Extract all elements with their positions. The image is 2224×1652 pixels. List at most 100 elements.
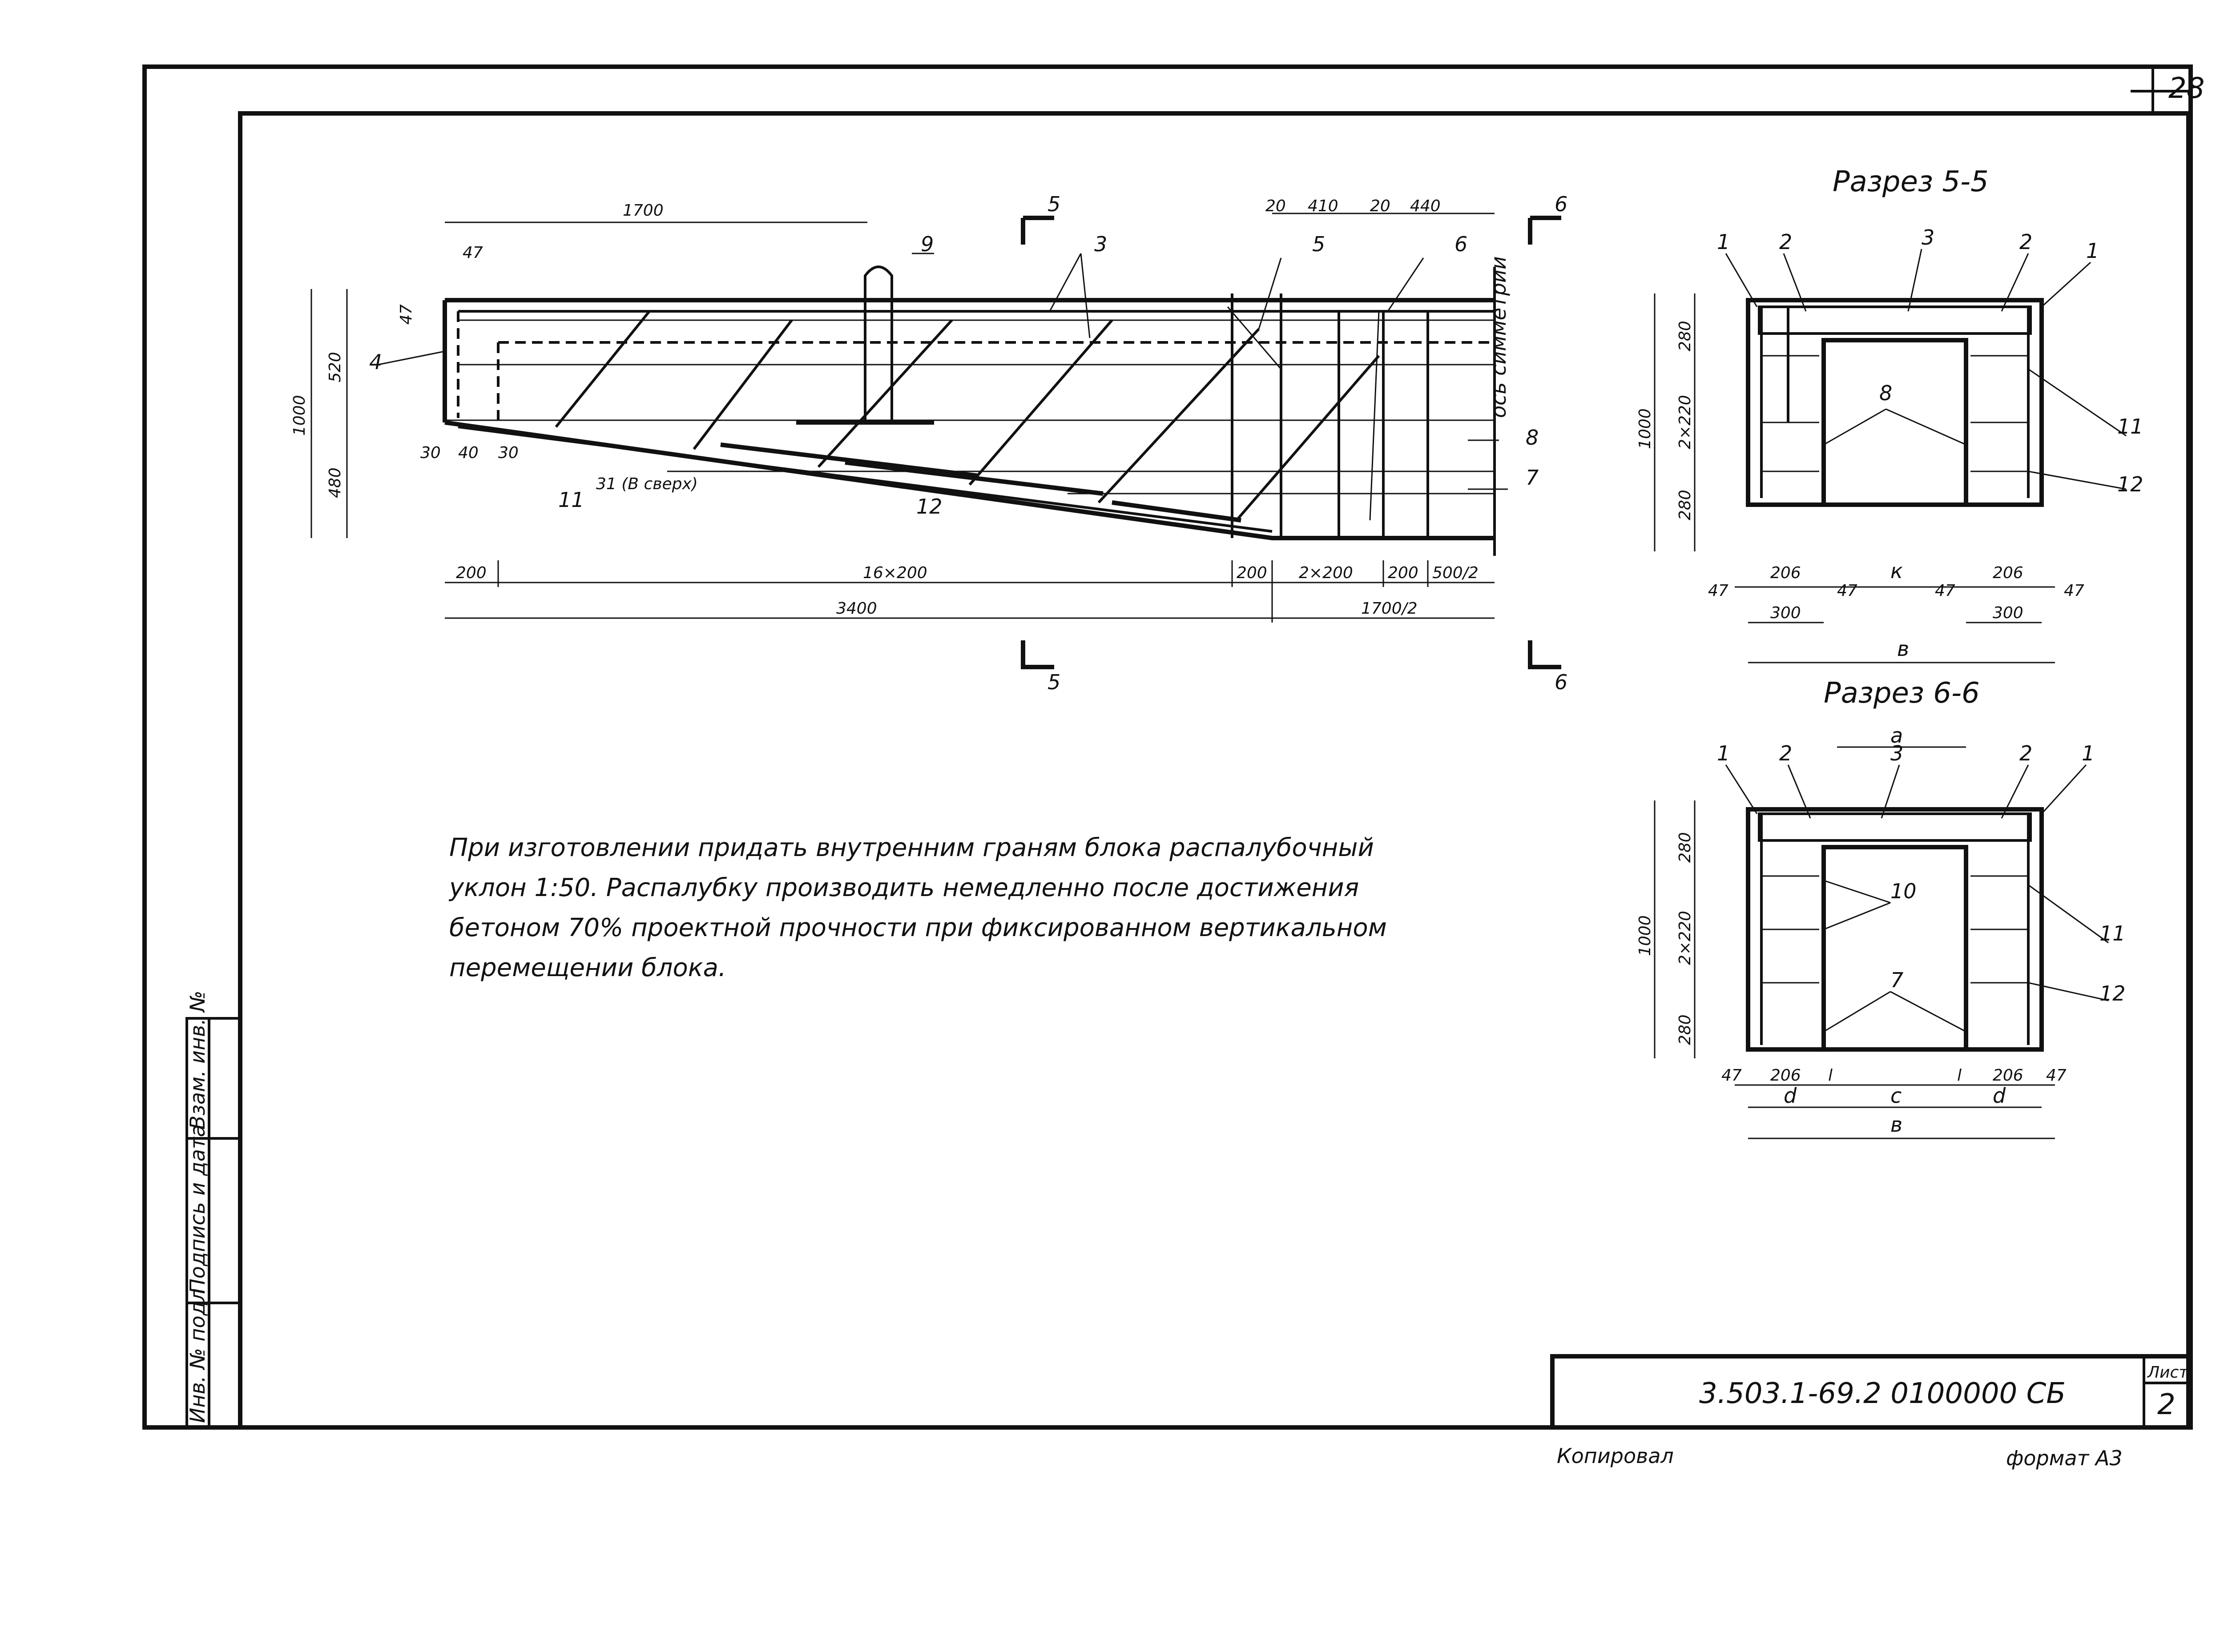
s66-dim-47a: 47 bbox=[1721, 1066, 1742, 1085]
s55-dim-2x220: 2×220 bbox=[1676, 395, 1694, 449]
dim-20b: 20 bbox=[1370, 197, 1390, 215]
sheet-label: Лист bbox=[2147, 1363, 2188, 1382]
dim-410: 410 bbox=[1308, 197, 1338, 215]
s66-dim-a: а bbox=[1890, 724, 1903, 748]
s55-dim-280b: 280 bbox=[1676, 490, 1694, 520]
sheet-frame bbox=[142, 64, 2193, 1430]
dim-1700: 1700 bbox=[623, 201, 664, 220]
stamp-replace-inv: Взам. инв. № bbox=[185, 991, 210, 1129]
s55-dim-47a: 47 bbox=[1708, 582, 1728, 600]
s55-dim-300a: 300 bbox=[1770, 604, 1801, 622]
s66-dim-1000: 1000 bbox=[1636, 915, 1654, 956]
s66-dim-l-a: l bbox=[1828, 1066, 1833, 1085]
s66-dim-d-b: d bbox=[1993, 1084, 2006, 1108]
section-mark-6-bottom: 6 bbox=[1555, 670, 1567, 694]
s55-dim-47d: 47 bbox=[2064, 582, 2084, 600]
dim-200c: 200 bbox=[1388, 564, 1418, 582]
section-6-6-title: Разрез 6-6 bbox=[1824, 677, 1980, 710]
callout-9: 9 bbox=[921, 232, 934, 256]
dim-3400: 3400 bbox=[836, 599, 877, 618]
dim-480: 480 bbox=[326, 467, 344, 498]
copied-by-label: Копировал bbox=[1557, 1444, 1674, 1468]
section-mark-5-bottom: 5 bbox=[1048, 670, 1060, 694]
callout-3-elev: 3 bbox=[1094, 232, 1107, 256]
callout-5-elev: 5 bbox=[1312, 232, 1325, 256]
s66-callout-3: 3 bbox=[1890, 741, 1903, 765]
s55-dim-k: к bbox=[1890, 559, 1903, 583]
s55-dim-300b: 300 bbox=[1993, 604, 2023, 622]
s55-dim-206b: 206 bbox=[1993, 564, 2023, 582]
dim-47-top: 47 bbox=[463, 244, 483, 262]
side-stamp bbox=[185, 1017, 242, 1429]
s66-callout-2a: 2 bbox=[1779, 741, 1792, 765]
s66-callout-1a: 1 bbox=[1717, 741, 1730, 765]
s55-callout-11: 11 bbox=[2117, 414, 2143, 438]
s55-dim-1000: 1000 bbox=[1636, 408, 1654, 449]
callout-31: 31 (В сверх) bbox=[596, 475, 698, 493]
s55-dim-47c: 47 bbox=[1935, 582, 1955, 600]
s55-callout-2b: 2 bbox=[2019, 230, 2032, 254]
s66-dim-l-b: l bbox=[1957, 1066, 1962, 1085]
s55-dim-v: в bbox=[1897, 637, 1909, 661]
dim-40: 40 bbox=[458, 444, 479, 462]
s66-dim-c: с bbox=[1890, 1084, 1902, 1108]
dim-440: 440 bbox=[1410, 197, 1441, 215]
s66-callout-12: 12 bbox=[2099, 981, 2126, 1005]
dim-1700-2: 1700/2 bbox=[1361, 599, 1418, 618]
s66-dim-47b: 47 bbox=[2046, 1066, 2067, 1085]
callout-11-elev: 11 bbox=[558, 488, 584, 512]
dim-1000-left: 1000 bbox=[290, 395, 309, 436]
dim-520: 520 bbox=[326, 352, 344, 382]
s66-dim-206a: 206 bbox=[1770, 1066, 1801, 1085]
note-line-2: уклон 1:50. Распалубку производить немед… bbox=[448, 873, 1359, 902]
s55-callout-1a: 1 bbox=[1717, 230, 1730, 254]
section-mark-6-top: 6 bbox=[1555, 192, 1567, 216]
section-5-5-title: Разрез 5-5 bbox=[1833, 165, 1989, 198]
s66-callout-1b: 1 bbox=[2082, 741, 2095, 765]
stamp-sign-date: Подпись и дата bbox=[185, 1125, 210, 1294]
s66-dim-280b: 280 bbox=[1676, 1014, 1694, 1045]
s55-dim-280a: 280 bbox=[1676, 321, 1694, 351]
s66-dim-2x220: 2×220 bbox=[1676, 911, 1694, 965]
callout-12-elev: 12 bbox=[916, 494, 943, 519]
dim-500-2: 500/2 bbox=[1432, 564, 1479, 582]
note-line-1: При изготовлении придать внутренним гран… bbox=[449, 833, 1374, 862]
stamp-inv-no: Инв. № подл bbox=[185, 1288, 210, 1423]
dim-47-left: 47 bbox=[397, 304, 415, 325]
s55-callout-1b: 1 bbox=[2086, 239, 2099, 263]
s66-dim-206b: 206 bbox=[1993, 1066, 2023, 1085]
s55-dim-206a: 206 bbox=[1770, 564, 1801, 582]
callout-6-elev: 6 bbox=[1454, 232, 1467, 256]
dim-2x200: 2×200 bbox=[1299, 564, 1353, 582]
section-6-6 bbox=[1654, 746, 2109, 1139]
drawing-code: 3.503.1-69.2 0100000 СБ bbox=[1699, 1377, 2066, 1410]
s66-callout-10: 10 bbox=[1890, 879, 1917, 903]
s55-callout-2a: 2 bbox=[1779, 230, 1792, 254]
s55-dim-47b: 47 bbox=[1837, 582, 1857, 600]
symmetry-axis-label: ось симметрии bbox=[1487, 256, 1511, 418]
s66-dim-280a: 280 bbox=[1676, 832, 1694, 863]
title-block bbox=[1550, 1354, 2191, 1430]
note-line-4: перемещении блока. bbox=[449, 953, 726, 982]
note-line-3: бетоном 70% проектной прочности при фикс… bbox=[449, 913, 1387, 942]
callout-4: 4 bbox=[369, 350, 382, 374]
dim-20a: 20 bbox=[1265, 197, 1286, 215]
s55-callout-12: 12 bbox=[2117, 472, 2143, 496]
dim-16x200: 16×200 bbox=[863, 564, 927, 582]
s66-dim-d-a: d bbox=[1784, 1084, 1797, 1108]
dim-200a: 200 bbox=[456, 564, 487, 582]
corner-sheet-number: 28 bbox=[2168, 72, 2204, 105]
dim-30b: 30 bbox=[498, 444, 519, 462]
section-mark-5-top: 5 bbox=[1048, 192, 1060, 216]
s66-callout-2b: 2 bbox=[2019, 741, 2032, 765]
section-5-5 bbox=[1654, 249, 2127, 663]
format-label: формат А3 bbox=[2006, 1446, 2123, 1470]
callout-7-elev: 7 bbox=[1526, 466, 1539, 490]
s55-callout-8: 8 bbox=[1879, 381, 1892, 405]
dim-30a: 30 bbox=[420, 444, 441, 462]
s66-dim-v: в bbox=[1890, 1113, 1902, 1137]
sheet-number: 2 bbox=[2157, 1388, 2176, 1421]
dim-200b: 200 bbox=[1237, 564, 1267, 582]
s66-callout-11: 11 bbox=[2099, 921, 2126, 945]
